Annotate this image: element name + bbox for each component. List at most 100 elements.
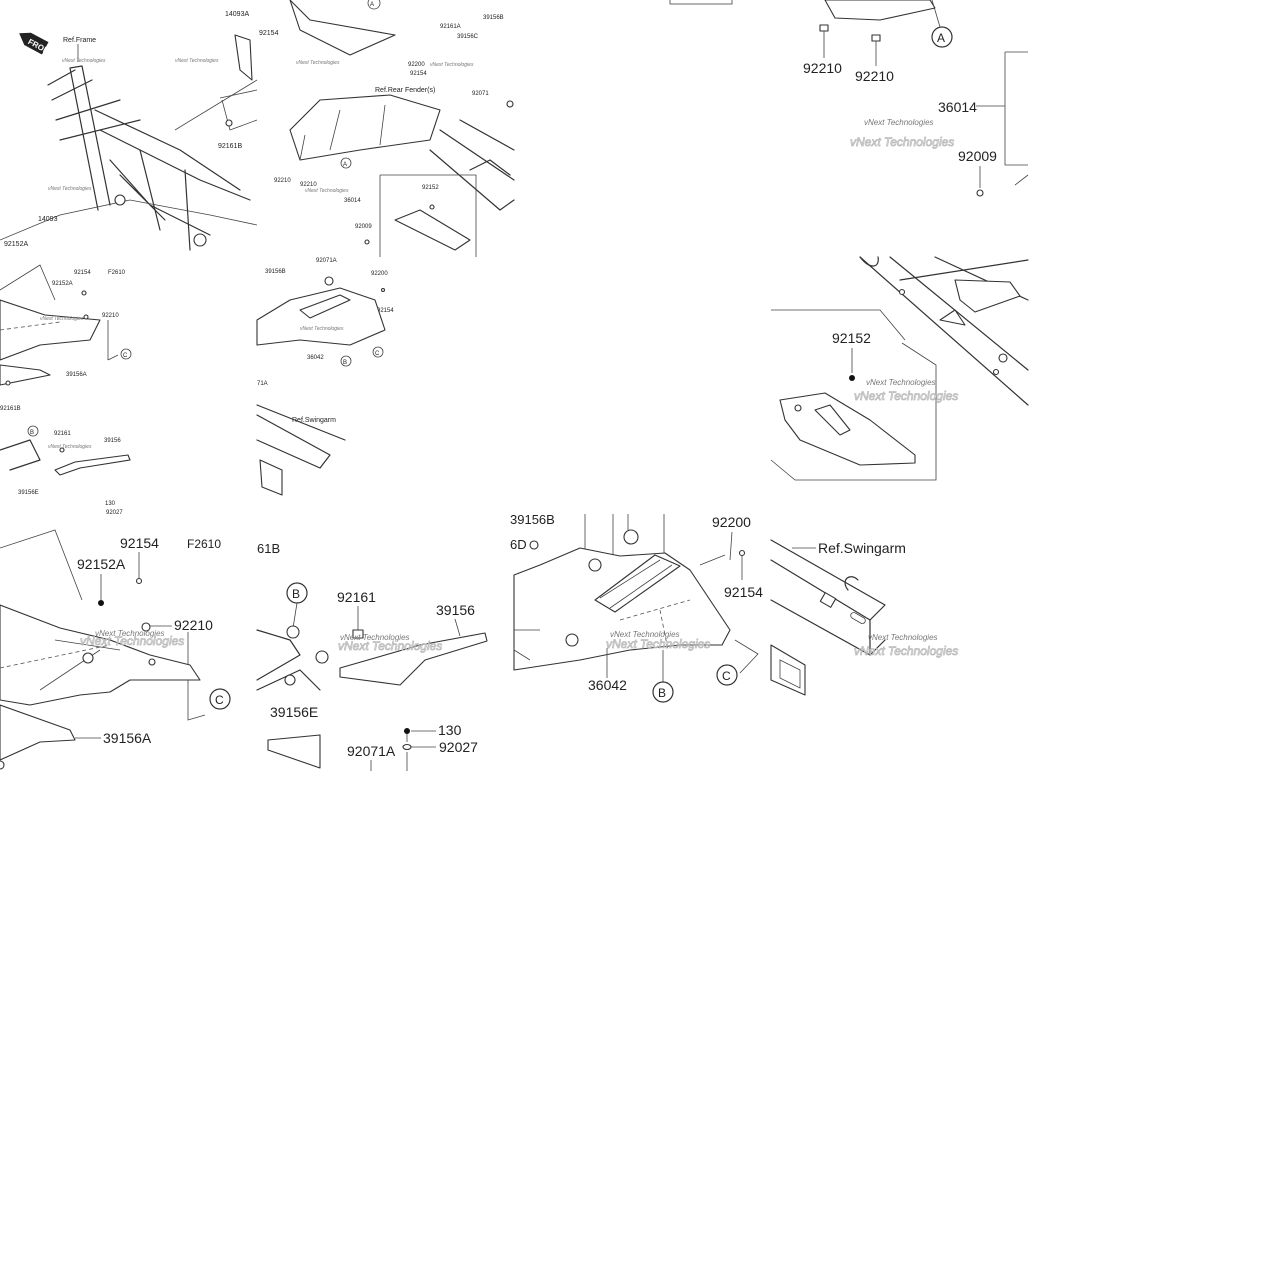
part-92161B-frag: 61B	[257, 541, 280, 556]
part-39156B-label-a: 39156B	[483, 15, 504, 21]
part-92071A-frag: 71A	[257, 381, 268, 387]
part-39156B-label-b: 39156B	[265, 269, 286, 275]
part-92210-label-a: 92210	[274, 178, 291, 184]
part-39156A-label-b: 39156A	[103, 730, 152, 746]
part-130-label-b: 130	[438, 722, 462, 738]
circle-c-label-b: C	[375, 351, 380, 357]
part-92154-label-f: 92154	[724, 584, 763, 600]
ref-frame-label: Ref.Frame	[63, 37, 96, 44]
part-130-label-a: 130	[105, 501, 116, 507]
ref-swingarm-label-a: Ref.Swingarm	[292, 417, 336, 424]
part-92071A-label-a: 92071A	[316, 258, 337, 264]
rear-fender-sketch	[289, 94, 515, 257]
part-92200-label-a: 92200	[408, 62, 425, 68]
part-92071A-label-b: 92071A	[347, 743, 396, 759]
panel-overview-rear-cover: 39156B 92071A 92200 92154 36042 71A Ref.…	[256, 258, 394, 496]
circle-b-label-b: B	[343, 360, 347, 366]
watermark-11: vNext Technologies	[850, 135, 954, 149]
panel-closeup-swingarm: Ref.Swingarm vNext Technologies vNext Te…	[770, 539, 959, 696]
part-92071-label: 92071	[472, 91, 489, 97]
part-92210-label-f: 92210	[174, 617, 213, 633]
part-39156-label-b: 39156	[436, 602, 475, 618]
frame-sketch	[0, 34, 258, 251]
part-92027-label-a: 92027	[106, 510, 123, 516]
part-36042-label-b: 36042	[588, 677, 627, 693]
watermark-16: vNext Technologies	[340, 633, 410, 642]
watermark-15: vNext Technologies	[80, 634, 184, 648]
figure-code-small: F2610	[108, 270, 126, 276]
part-92161A-label: 92161A	[440, 24, 461, 30]
part-92152A-label-b: 92152A	[52, 281, 73, 287]
ref-rear-fender-label: Ref.Rear Fender(s)	[375, 87, 435, 94]
part-39156-label-a: 39156	[104, 438, 121, 444]
circle-b-label-a: B	[30, 430, 34, 436]
part-39156B-frag: 39156B	[510, 512, 555, 527]
watermark-4: vNext Technologies	[296, 60, 340, 66]
circle-a-label-mid: A	[343, 162, 347, 168]
watermark-17: vNext Technologies	[338, 639, 442, 653]
circle-b-label-large-2: B	[658, 686, 666, 700]
panel-closeup-strap: 61B B 92161 39156 39156E 130 92027 92071…	[256, 541, 488, 771]
part-92210-label-c: 92210	[102, 313, 119, 319]
part-92154-label-c: 92154	[74, 270, 91, 276]
watermark-13: vNext Technologies	[854, 389, 958, 403]
watermark-8: vNext Technologies	[48, 444, 92, 450]
watermark-19: vNext Technologies	[606, 637, 710, 651]
ref-swingarm-label-b: Ref.Swingarm	[818, 540, 906, 556]
part-92152-label-b: 92152	[832, 330, 871, 346]
panel-closeup-side-cover: 92154 F2610 92152A 92210 C 39156A vNext …	[0, 529, 231, 770]
part-92027-label-b: 92027	[439, 739, 478, 755]
watermark-5: vNext Technologies	[430, 62, 474, 68]
watermark-14: vNext Technologies	[95, 629, 165, 638]
panel-closeup-rear-cover: 39156B 6D 92200 92154 36042 B C vNex	[510, 512, 763, 703]
watermark-2: vNext Technologies	[62, 58, 106, 64]
part-92200-label-c: 92200	[712, 514, 751, 530]
figure-code: F2610	[187, 537, 221, 551]
part-92154-label-b: 92154	[410, 71, 427, 77]
part-39156C-label: 39156C	[457, 34, 479, 40]
part-92154-label-e: 92154	[120, 535, 159, 551]
part-92161B-label-a: 92161B	[218, 143, 242, 150]
part-92009-label-a: 92009	[355, 224, 372, 230]
watermark-6: vNext Technologies	[305, 188, 349, 194]
part-92152-label-a: 92152	[422, 185, 439, 191]
part-92154-label-a: 92154	[259, 30, 279, 37]
panel-closeup-bracket: 92152 vNext Technologies vNext Technolog…	[770, 256, 1029, 481]
part-14093-label: 14093	[38, 216, 58, 223]
watermark-20: vNext Technologies	[868, 633, 938, 642]
strap-closeup-sketch	[256, 625, 488, 691]
watermark-9: vNext Technologies	[300, 326, 344, 332]
watermark-1: vNext Technologies	[175, 58, 219, 64]
part-92210-label-d: 92210	[803, 60, 842, 76]
watermark-3: vNext Technologies	[48, 186, 92, 192]
part-92152A-label-c: 92152A	[77, 556, 126, 572]
circle-a-label-large: A	[937, 31, 945, 45]
panel-overview-rear-fender: A 92161A 39156B 39156C 92200 92154 Ref.R…	[274, 0, 515, 257]
part-92152A-label-a: 92152A	[4, 241, 28, 248]
part-36042-label-a: 36042	[307, 355, 324, 361]
part-92210-label-b: 92210	[300, 182, 317, 188]
part-92210-label-e: 92210	[855, 68, 894, 84]
panel-overview-side-cover: 92154 F2610 92152A 92210 39156A 92161 B 9…	[0, 264, 132, 516]
watermark-21: vNext Technologies	[854, 644, 958, 658]
front-arrow-icon: FRONT	[19, 32, 55, 58]
part-36014-label-b: 36014	[938, 99, 977, 115]
circle-a-label-top: A	[370, 2, 374, 8]
part-39156A-label-a: 39156A	[66, 372, 87, 378]
part-39156D-frag: 6D	[510, 537, 527, 552]
side-cover-closeup-sketch	[0, 604, 201, 770]
part-39156E-label-b: 39156E	[270, 704, 318, 720]
part-14093A-label: 14093A	[225, 11, 249, 18]
part-92009-label-b: 92009	[958, 148, 997, 164]
side-cover-sketch	[0, 264, 131, 476]
watermark-12: vNext Technologies	[866, 378, 936, 387]
part-39156E-label-a: 39156E	[18, 490, 39, 496]
part-92161-label-a: 92161	[54, 431, 71, 437]
part-92154-label-d: 92154	[377, 308, 394, 314]
circle-c-label-a: C	[123, 353, 128, 359]
part-92200-label-b: 92200	[371, 271, 388, 277]
circle-b-label-large: B	[292, 587, 300, 601]
circle-c-label-large: C	[215, 693, 224, 707]
watermark-7: vNext Technologies	[40, 316, 84, 322]
